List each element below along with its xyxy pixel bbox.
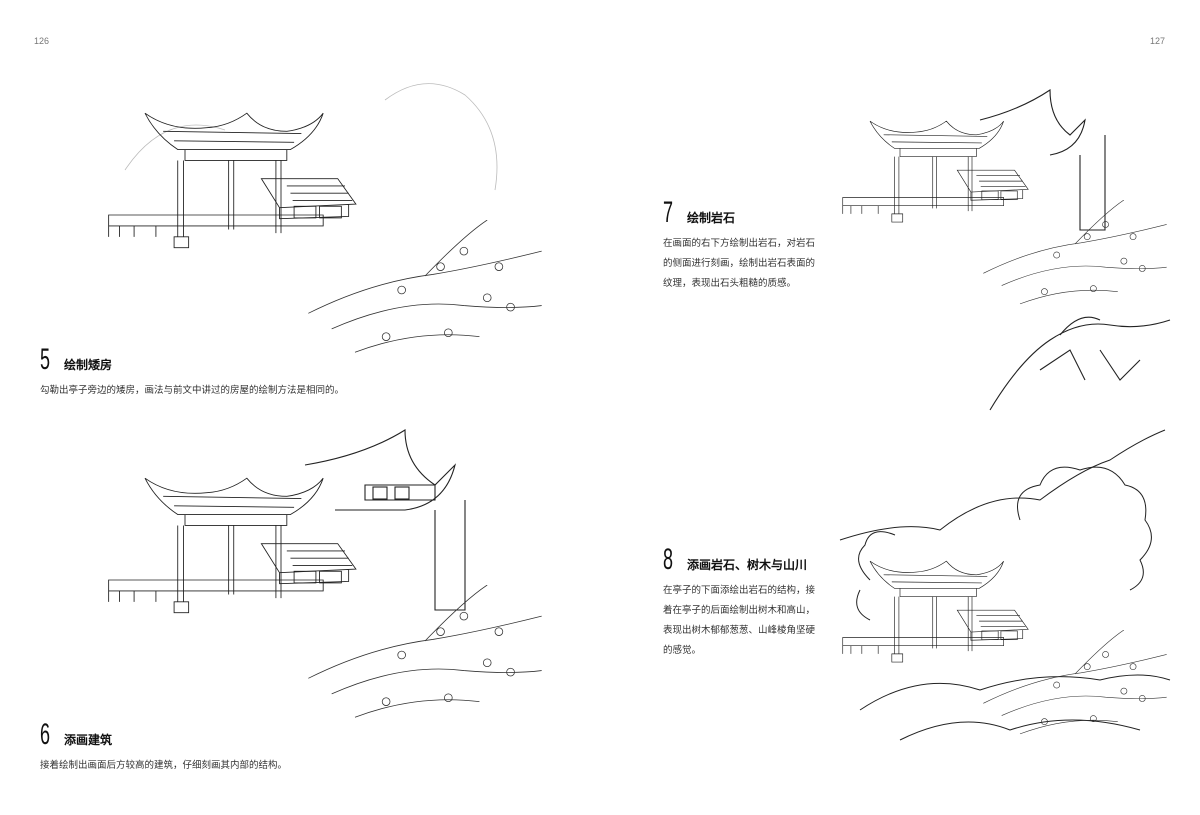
page-number: 127 bbox=[1150, 36, 1166, 46]
illustration-step-5 bbox=[108, 83, 543, 353]
plum-branch-drawing bbox=[983, 200, 1167, 305]
step-description: 勾勒出亭子旁边的矮房，画法与前文中讲过的房屋的绘制方法是相同的。 bbox=[40, 385, 345, 396]
step-5: 5 绘制矮房 勾勒出亭子旁边的矮房，画法与前文中讲过的房屋的绘制方法是相同的。 bbox=[40, 345, 360, 401]
step-title: 添画岩石、树木与山川 bbox=[687, 558, 808, 572]
pavilion-drawing bbox=[842, 120, 1029, 223]
plum-branch-drawing bbox=[307, 585, 543, 718]
mountain-and-trees-drawing bbox=[839, 429, 1166, 621]
step-title: 添画建筑 bbox=[64, 733, 113, 747]
step-description: 在画面的右下方绘制出岩石，对岩石的侧面进行刻画，绘制出岩石表面的纹理，表现出石头… bbox=[663, 238, 816, 289]
illustration-step-7 bbox=[842, 88, 1171, 411]
step-title: 绘制岩石 bbox=[687, 211, 736, 225]
step-description: 接着绘制出画面后方较高的建筑，仔细刻画其内部的结构。 bbox=[40, 760, 288, 771]
step-number: 8 bbox=[663, 543, 674, 576]
left-page: 126 5 绘制矮房 勾勒出亭子旁边的矮房，画法与前文中讲过的房屋的绘制方法是相… bbox=[34, 36, 543, 776]
plum-branch-drawing bbox=[307, 220, 543, 353]
tall-building-drawing bbox=[304, 429, 466, 611]
step-8: 8 添画岩石、树木与山川 在亭子的下面添绘出岩石的结构，接着在亭子的后面绘制出树… bbox=[663, 545, 818, 661]
right-page: 127 7 绘制岩石 在画面的右下方绘制出岩石，对岩石的侧面进行刻画，绘制出岩石… bbox=[600, 0, 1200, 815]
step-number: 7 bbox=[663, 196, 674, 229]
guide-sketch-lines bbox=[124, 83, 498, 191]
rock-drawing bbox=[859, 674, 1171, 741]
illustration-step-8 bbox=[839, 429, 1171, 741]
pavilion-drawing bbox=[842, 560, 1029, 663]
step-number: 5 bbox=[40, 343, 51, 376]
step-title: 绘制矮房 bbox=[64, 358, 113, 372]
step-number: 6 bbox=[40, 718, 51, 751]
step-7: 7 绘制岩石 在画面的右下方绘制出岩石，对岩石的侧面进行刻画，绘制出岩石表面的纹… bbox=[663, 198, 818, 294]
pavilion-drawing bbox=[108, 112, 357, 249]
illustration-step-6 bbox=[108, 429, 543, 718]
step-6: 6 添画建筑 接着绘制出画面后方较高的建筑，仔细刻画其内部的结构。 bbox=[40, 720, 360, 776]
page-number: 126 bbox=[34, 36, 50, 46]
tall-building-drawing bbox=[979, 88, 1106, 231]
rock-drawing bbox=[989, 316, 1171, 411]
pavilion-drawing bbox=[108, 477, 357, 614]
step-description: 在亭子的下面添绘出岩石的结构，接着在亭子的后面绘制出树木和高山，表现出树木郁郁葱… bbox=[663, 585, 816, 656]
